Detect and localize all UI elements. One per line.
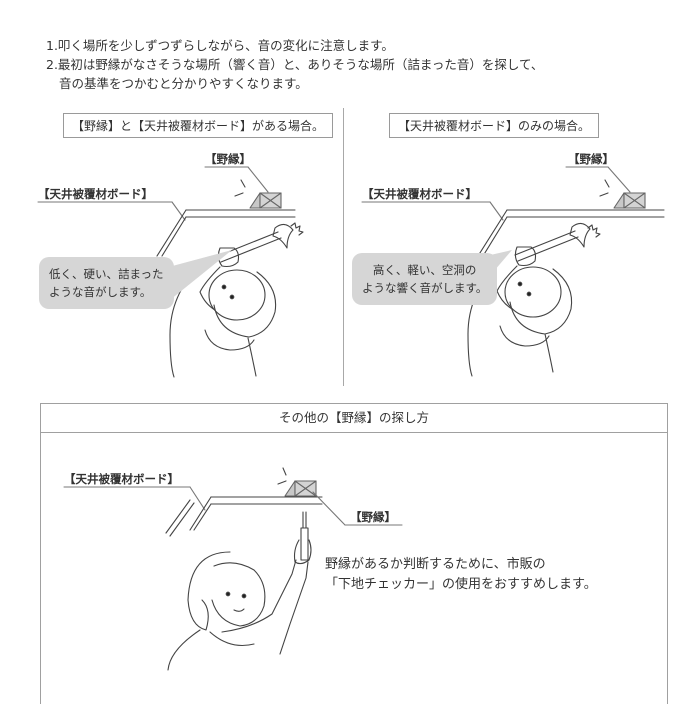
other-method-panel: その他の【野縁】の探し方 — [40, 403, 668, 704]
left-bubble-line-1: 低く、硬い、詰まった — [49, 267, 164, 281]
instruction-2: 2.最初は野縁がなさそうな場所（響く音）と、ありそうな場所（詰まった音）を探して… — [46, 57, 544, 72]
left-case-title: 【野縁】と【天井被覆材ボード】がある場合。 — [63, 113, 334, 138]
instructions: 1.叩く場所を少しずつずらしながら、音の変化に注意します。 2.最初は野縁がなさ… — [46, 36, 543, 93]
left-board-label: 【天井被覆材ボード】 — [38, 187, 153, 201]
right-joist-label: 【野縁】 — [568, 152, 614, 166]
instruction-2-continued: 音の基準をつかむと分かりやすくなります。 — [59, 76, 308, 91]
checker-tip-line-2: 「下地チェッカー」の使用をおすすめします。 — [325, 577, 597, 592]
left-sound-bubble: 低く、硬い、詰まった ような音がします。 — [39, 257, 174, 309]
instruction-1: 1.叩く場所を少しずつずらしながら、音の変化に注意します。 — [46, 38, 394, 53]
bottom-joist-label: 【野縁】 — [350, 510, 396, 524]
bottom-board-label: 【天井被覆材ボード】 — [64, 472, 179, 486]
left-joist-label: 【野縁】 — [205, 152, 251, 166]
right-sound-bubble: 高く、軽い、空洞の ような響く音がします。 — [352, 253, 498, 305]
checker-tip-line-1: 野縁があるか判断するために、市販の — [325, 557, 546, 572]
panel-divider — [343, 108, 344, 386]
right-case-title: 【天井被覆材ボード】のみの場合。 — [389, 113, 600, 138]
right-board-label: 【天井被覆材ボード】 — [362, 187, 477, 201]
checker-tip: 野縁があるか判断するために、市販の 「下地チェッカー」の使用をおすすめします。 — [325, 555, 597, 595]
right-bubble-line-2: ような響く音がします。 — [362, 281, 488, 295]
right-ceiling-illustration — [361, 166, 665, 377]
right-bubble-line-1: 高く、軽い、空洞の — [372, 263, 477, 277]
left-bubble-line-2: ような音がします。 — [49, 285, 152, 299]
other-method-title: その他の【野縁】の探し方 — [41, 404, 667, 433]
left-ceiling-illustration — [37, 166, 304, 378]
bottom-checker-illustration — [63, 467, 403, 671]
